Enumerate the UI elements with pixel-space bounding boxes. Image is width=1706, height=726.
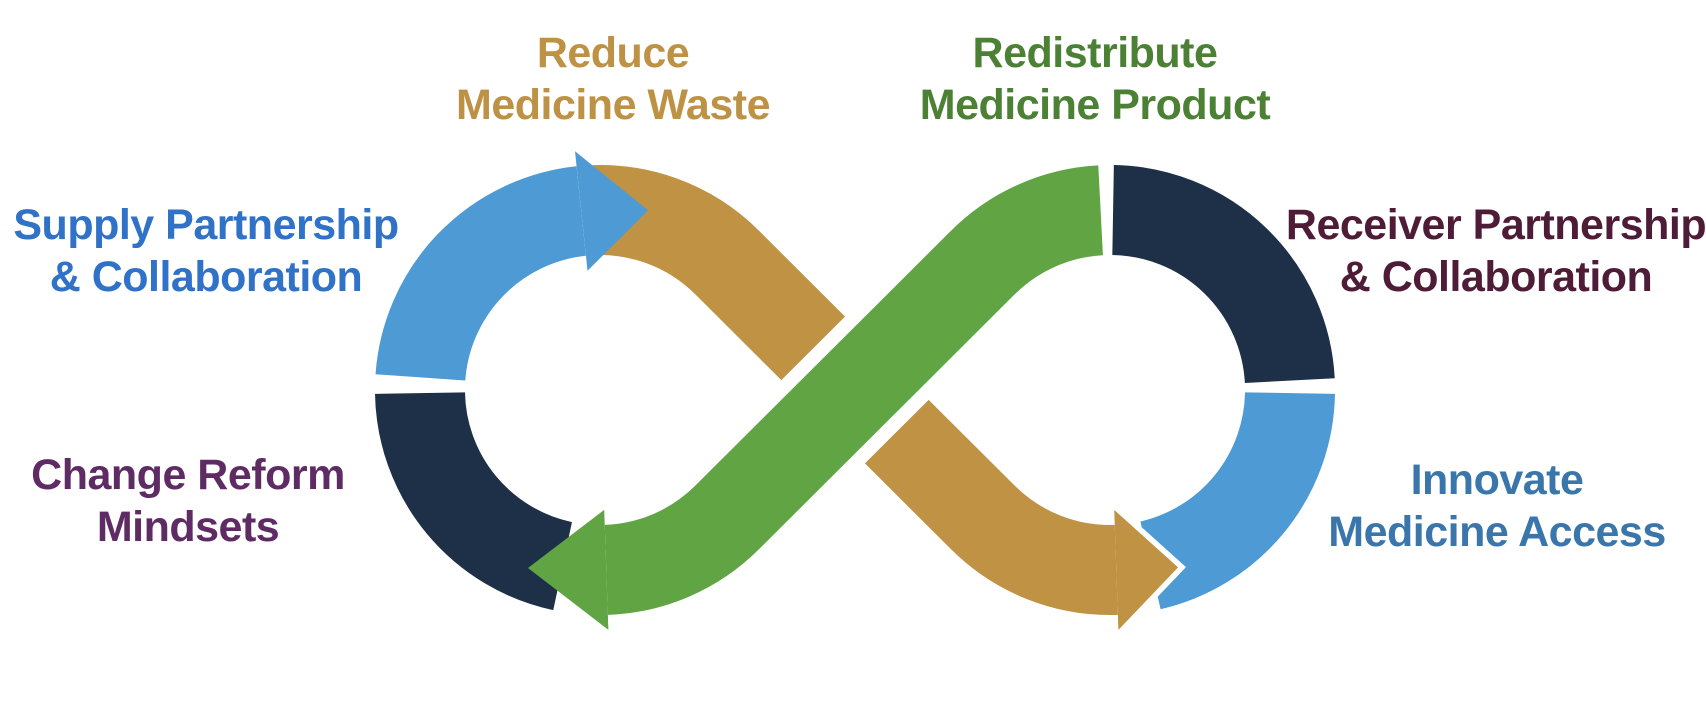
supply-arrowhead	[575, 151, 649, 271]
redistribute-arrowhead	[528, 509, 609, 630]
label-line-2: & Collaboration	[49, 253, 363, 301]
label-line-1: Redistribute	[972, 29, 1218, 77]
label-line-2: Medicine Access	[1328, 508, 1666, 556]
innovate-arc	[1139, 391, 1335, 610]
label-redistribute-medicine-product: Redistribute Medicine Product	[919, 27, 1271, 131]
label-line-1: Change Reform	[31, 451, 345, 499]
label-reduce-medicine-waste: Reduce Medicine Waste	[456, 27, 771, 131]
label-line-2: Medicine Product	[919, 81, 1271, 129]
label-line-2: & Collaboration	[1339, 253, 1653, 301]
change-mindsets-arc	[375, 391, 574, 611]
label-line-1: Innovate	[1410, 456, 1584, 504]
label-receiver-partnership: Receiver Partnership & Collaboration	[1286, 199, 1706, 303]
receiver-arc	[1111, 165, 1335, 385]
label-line-1: Supply Partnership	[13, 201, 399, 249]
supply-arc	[375, 166, 588, 382]
label-line-2: Mindsets	[96, 503, 280, 551]
label-innovate-medicine-access: Innovate Medicine Access	[1328, 454, 1666, 558]
reduce-waste-arrowhead	[1114, 509, 1179, 630]
label-line-1: Receiver Partnership	[1285, 201, 1706, 249]
label-supply-partnership: Supply Partnership & Collaboration	[13, 199, 399, 303]
label-change-reform-mindsets: Change Reform Mindsets	[31, 449, 345, 553]
redistribute-band	[603, 165, 1105, 615]
label-line-2: Medicine Waste	[456, 81, 771, 129]
label-line-1: Reduce	[536, 29, 690, 77]
